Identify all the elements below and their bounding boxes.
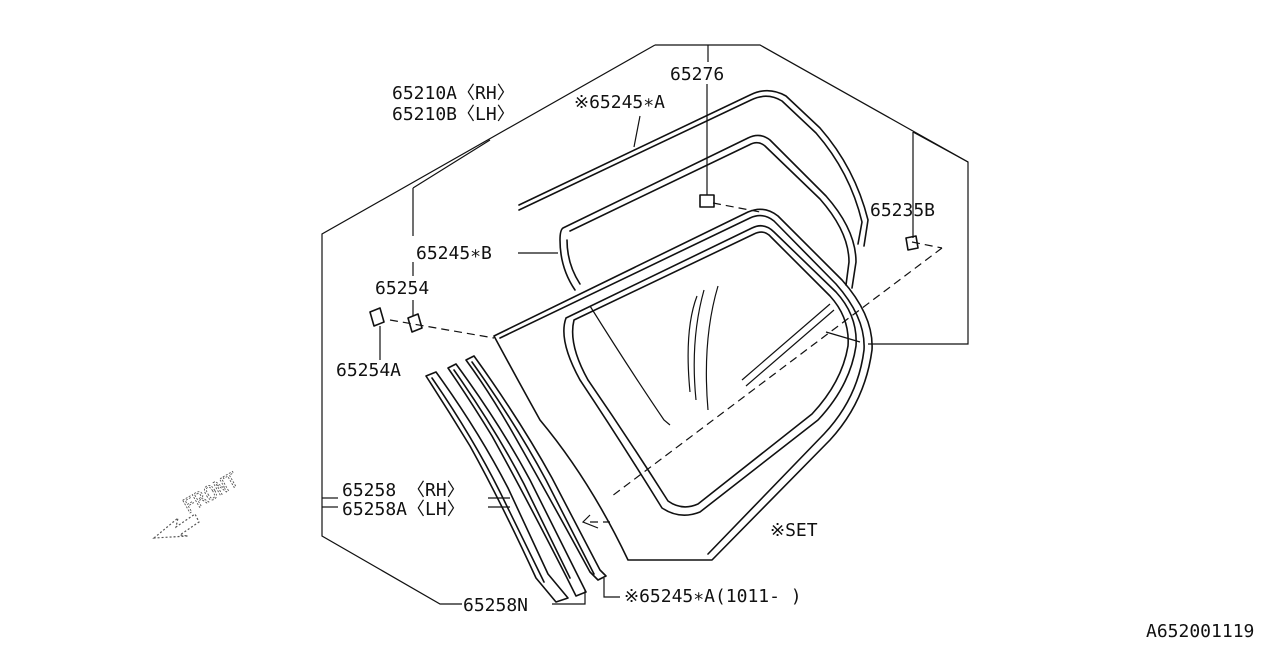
label-65258a: 65258A〈LH〉 [342, 499, 465, 520]
diagram-boundary-left [321, 44, 656, 605]
upper-molding-65245a [518, 89, 869, 247]
label-65245b: 65245∗B [416, 243, 492, 264]
label-65210a: 65210A〈RH〉 [392, 83, 515, 104]
label-65276: 65276 [670, 64, 724, 85]
front-direction-arrow-icon: FRONT [152, 467, 243, 539]
label-65245a: ※65245∗A [574, 92, 665, 113]
label-65245a-2: ※65245∗A(1011- ) [624, 586, 802, 607]
label-65258n: 65258N [463, 595, 528, 616]
label-65235b: 65235B [870, 200, 935, 221]
front-label: FRONT [179, 467, 243, 518]
quarter-glass-inner-2 [571, 231, 849, 508]
pillar-molding-65258 [447, 363, 587, 597]
quarter-glass-inner [563, 224, 857, 516]
clip-65254 [407, 313, 423, 333]
label-65254a: 65254A [336, 360, 401, 381]
upper-molding-65245a-inner [518, 95, 863, 245]
set-note: ※SET [770, 520, 818, 541]
gasket-65245b [559, 134, 857, 291]
label-65210b: 65210B〈LH〉 [392, 104, 515, 125]
dashed-assembly-line-1 [611, 247, 943, 497]
diagram-id: A652001119 [1146, 621, 1254, 640]
quarter-glass-outer [493, 208, 873, 561]
clip-65276 [699, 194, 715, 208]
pillar-molding-65258n [425, 371, 569, 603]
pillar-molding-65245a-lower [465, 355, 607, 581]
label-65258: 65258 〈RH〉 [342, 480, 465, 501]
clip-65254a [369, 307, 385, 327]
quarter-glass-outer-2 [499, 214, 865, 555]
gasket-65245b-inner [566, 141, 850, 286]
label-65254: 65254 [375, 278, 429, 299]
